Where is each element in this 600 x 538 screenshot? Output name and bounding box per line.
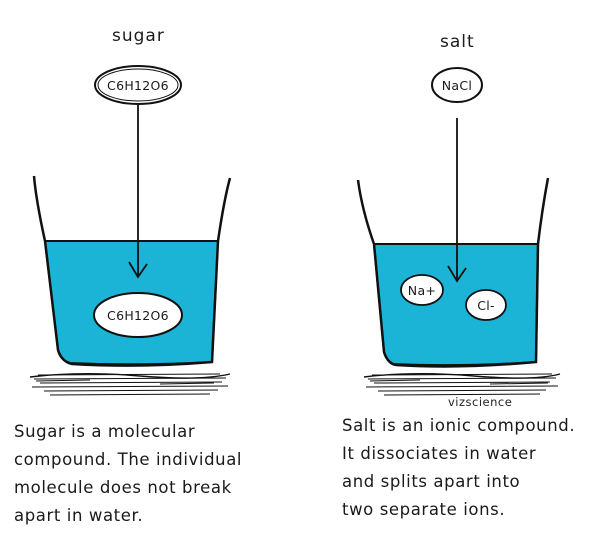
right-caption: Salt is an ionic compound. It dissociate… bbox=[342, 412, 575, 524]
sugar-label: sugar bbox=[112, 26, 165, 46]
left-caption-line: compound. The individual bbox=[14, 450, 243, 469]
left-top-formula: C6H12O6 bbox=[107, 78, 169, 93]
left-water-formula: C6H12O6 bbox=[107, 308, 169, 323]
right-caption-line: two separate ions. bbox=[342, 500, 506, 519]
right-beaker-outline bbox=[356, 177, 550, 368]
right-top-molecule-bubble bbox=[431, 67, 483, 103]
right-beaker-water bbox=[372, 243, 540, 367]
right-arrow bbox=[447, 118, 467, 283]
left-beaker-outline bbox=[32, 175, 232, 367]
right-caption-line: Salt is an ionic compound. bbox=[342, 416, 576, 435]
left-ground-shading bbox=[29, 373, 231, 396]
chloride-ion-bubble bbox=[465, 289, 507, 321]
chloride-ion-label: Cl- bbox=[477, 298, 495, 313]
left-caption-line: apart in water. bbox=[14, 506, 144, 525]
left-top-molecule-bubble-inner bbox=[97, 68, 179, 102]
left-water-molecule-bubble bbox=[93, 292, 183, 338]
sodium-ion-bubble bbox=[400, 274, 444, 306]
sodium-ion-label: Na+ bbox=[408, 283, 436, 298]
left-top-molecule-bubble bbox=[94, 65, 182, 105]
right-caption-line: and splits apart into bbox=[342, 472, 521, 491]
watermark: vizscience bbox=[448, 395, 513, 409]
left-caption-line: molecule does not break bbox=[14, 478, 232, 497]
left-arrow bbox=[128, 104, 148, 279]
left-caption: Sugar is a molecular compound. The indiv… bbox=[14, 418, 242, 530]
left-caption-line: Sugar is a molecular bbox=[14, 422, 196, 441]
right-ground-shading bbox=[363, 373, 561, 396]
right-top-formula: NaCl bbox=[442, 78, 472, 93]
salt-label: salt bbox=[440, 32, 475, 52]
right-caption-line: It dissociates in water bbox=[342, 444, 537, 463]
